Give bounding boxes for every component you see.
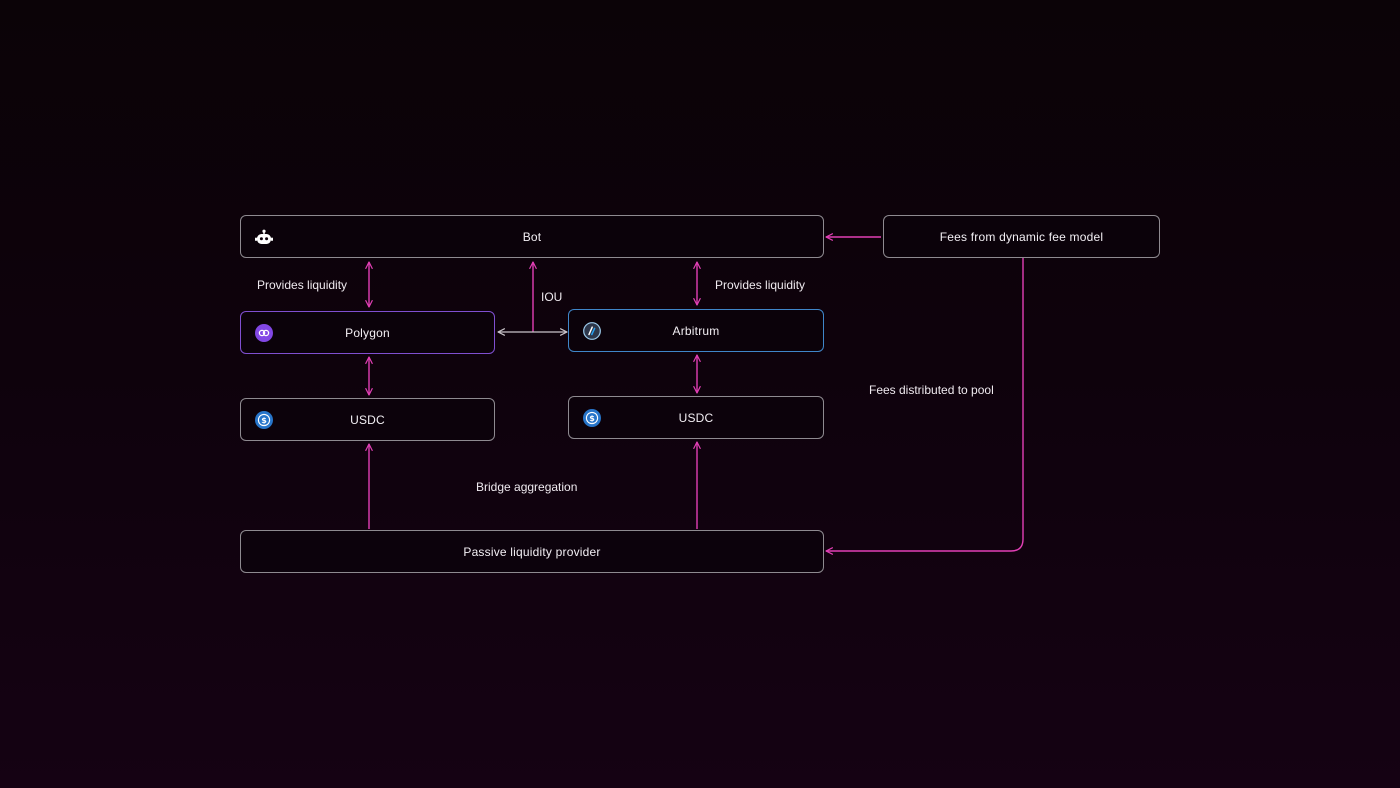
arrow-fees-distributed	[825, 258, 1024, 555]
provides-liquidity-right-label: Provides liquidity	[715, 278, 806, 292]
arbitrum-node: Arbitrum	[568, 309, 824, 352]
svg-text:$: $	[261, 416, 267, 425]
fees-model-label: Fees from dynamic fee model	[939, 229, 1104, 244]
svg-text:$: $	[589, 414, 595, 423]
bridge-aggregation-label: Bridge aggregation	[476, 480, 578, 494]
provides-liquidity-left-label: Provides liquidity	[257, 278, 348, 292]
bot-node: Bot	[240, 215, 824, 258]
polygon-node: Polygon	[240, 311, 495, 354]
passive-lp-node: Passive liquidity provider	[240, 530, 824, 573]
robot-icon	[255, 228, 273, 246]
bot-label: Bot	[522, 229, 542, 244]
fees-model-node: Fees from dynamic fee model	[883, 215, 1160, 258]
fees-distributed-label: Fees distributed to pool	[869, 383, 994, 397]
usdc-left-label: USDC	[350, 412, 385, 427]
passive-lp-label: Passive liquidity provider	[463, 544, 601, 559]
iou-label: IOU	[541, 290, 563, 304]
arbitrum-label: Arbitrum	[672, 323, 720, 338]
polygon-label: Polygon	[345, 325, 390, 340]
usdc-icon: $	[583, 408, 601, 427]
usdc-icon: $	[255, 410, 273, 429]
arbitrum-icon	[583, 321, 601, 340]
usdc-left-node: $ USDC	[240, 398, 495, 441]
polygon-icon	[255, 323, 273, 342]
usdc-right-label: USDC	[678, 410, 714, 425]
usdc-right-node: $ USDC	[568, 396, 824, 439]
